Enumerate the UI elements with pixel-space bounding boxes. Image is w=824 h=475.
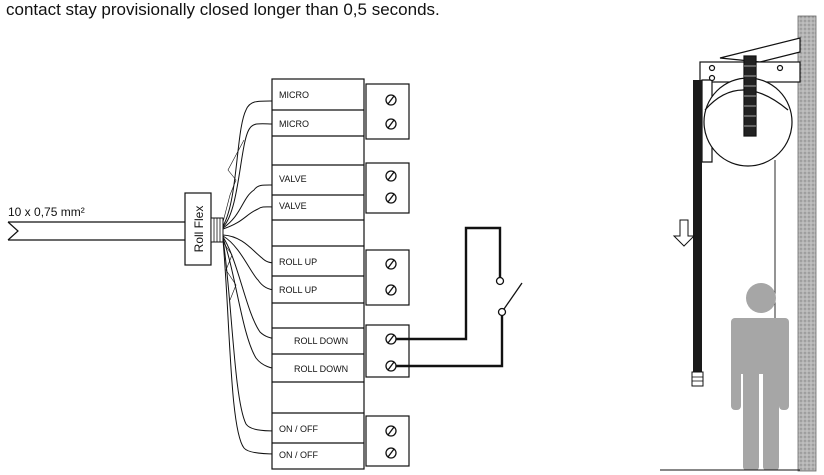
terminal-label: ROLL DOWN	[294, 336, 348, 346]
screw-icon	[385, 360, 397, 372]
terminal-label: ROLL DOWN	[294, 364, 348, 374]
screw-icon	[385, 425, 397, 437]
wire-fan	[222, 100, 281, 455]
screw-icon	[385, 447, 397, 459]
screw-blocks	[365, 83, 410, 467]
screw-icon	[385, 170, 397, 182]
screw-terminals	[385, 94, 397, 459]
down-arrow-icon	[672, 219, 696, 247]
screw-icon	[385, 192, 397, 204]
roll-flex-label: Roll Flex	[192, 206, 206, 253]
terminal-label: ROLL UP	[279, 285, 317, 295]
screw-icon	[385, 118, 397, 130]
hose-reel	[703, 55, 793, 167]
terminal-label: VALVE	[279, 201, 307, 211]
screw-icon	[385, 258, 397, 270]
screw-icon	[385, 94, 397, 106]
terminal-label: MICRO	[279, 90, 309, 100]
terminal-label: MICRO	[279, 119, 309, 129]
screw-icon	[385, 284, 397, 296]
wire-bundle-outline	[222, 139, 245, 301]
terminal-label: ON / OFF	[279, 450, 318, 460]
terminal-label: VALVE	[279, 174, 307, 184]
terminal-label: ON / OFF	[279, 424, 318, 434]
wall	[797, 15, 817, 472]
switch	[495, 276, 523, 317]
terminal-strip	[271, 78, 365, 470]
switch-wiring	[396, 226, 504, 368]
instruction-text: contact stay provisionally closed longer…	[6, 0, 440, 19]
cable-label: 10 x 0,75 mm²	[8, 205, 85, 219]
person-figure	[731, 283, 789, 470]
screw-icon	[385, 333, 397, 345]
cable	[7, 221, 190, 241]
exhaust-hose	[691, 80, 704, 387]
terminal-label: ROLL UP	[279, 257, 317, 267]
